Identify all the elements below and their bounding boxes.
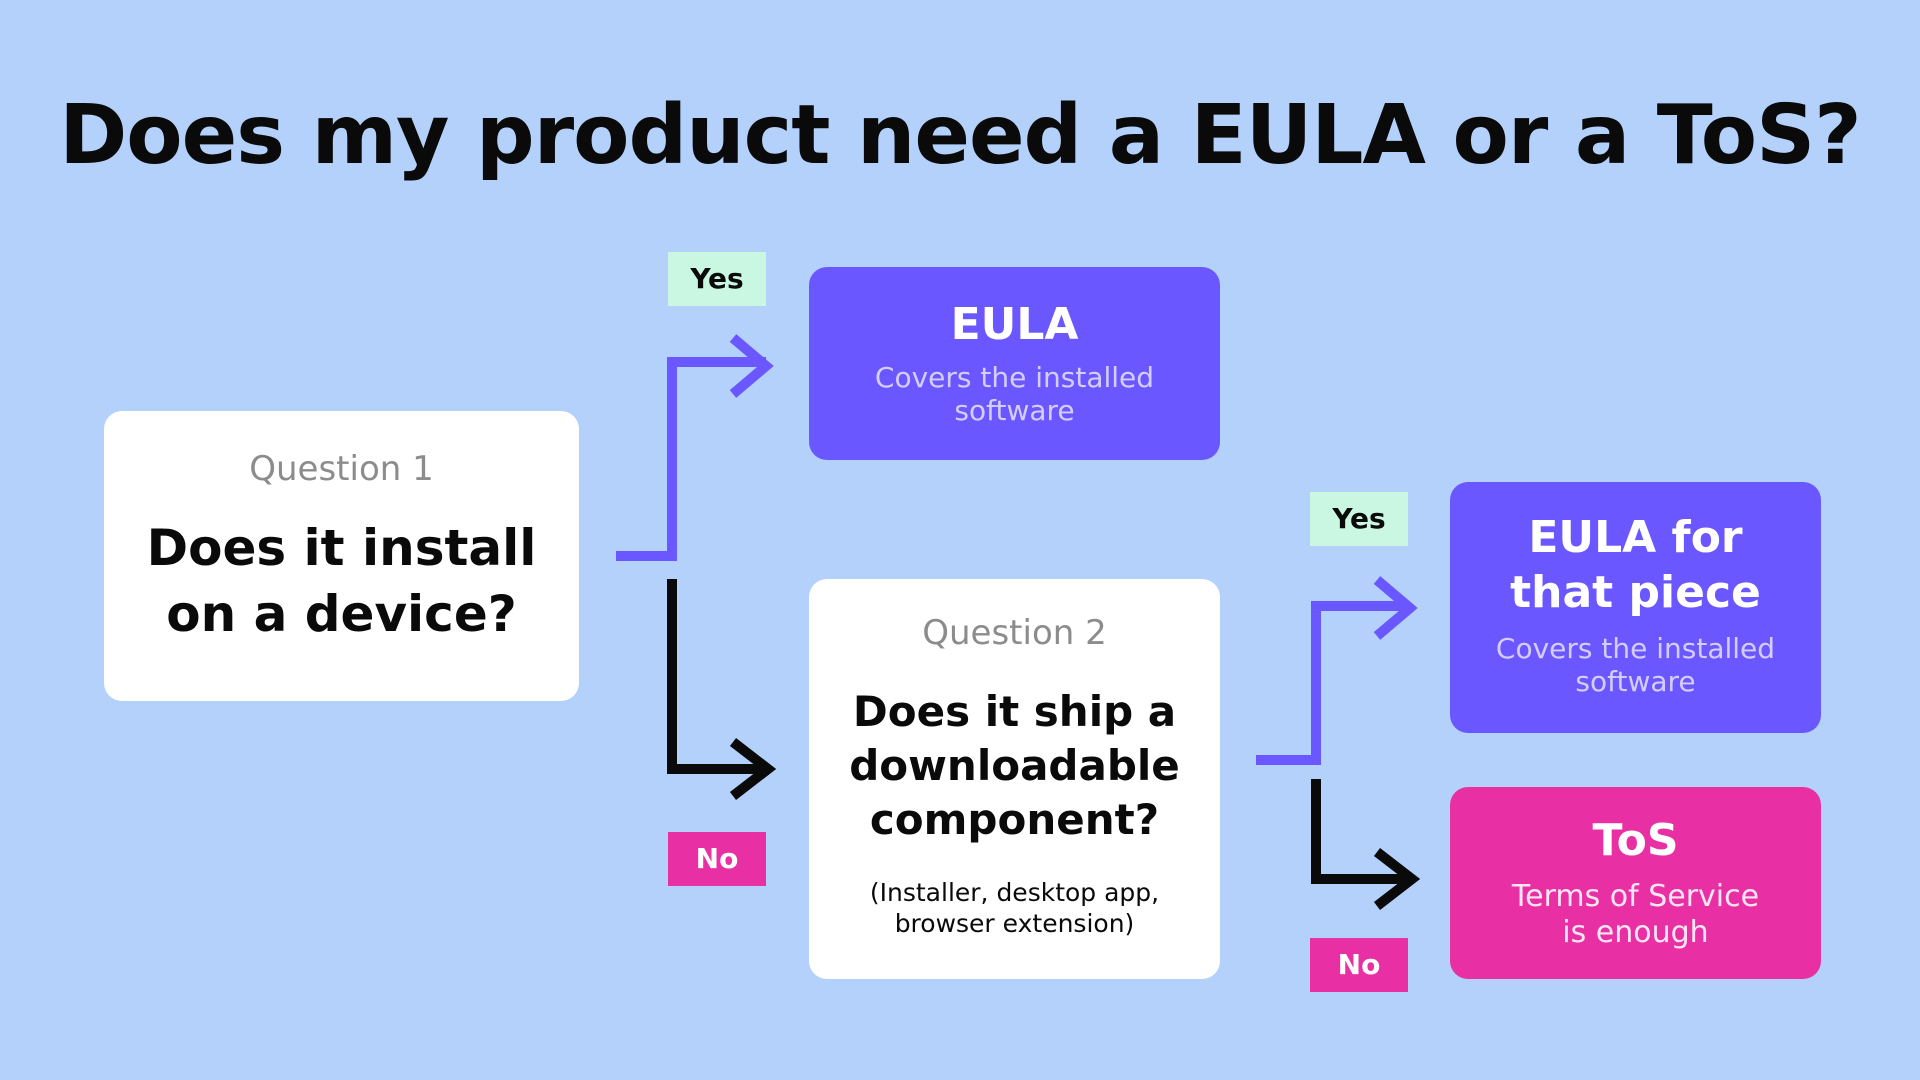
outcome-tos-title: ToS [1592, 815, 1679, 866]
question-2-line-2: downloadable [849, 741, 1180, 790]
question-1-box: Question 1 Does it install on a device? [104, 411, 579, 701]
question-1-label: Question 1 [249, 449, 434, 489]
outcome-eula-piece-sub-line-2: software [1575, 665, 1696, 698]
outcome-tos-subtitle: Terms of Service is enough [1450, 879, 1821, 951]
arrow-q1-no [667, 579, 777, 800]
question-1-line-1: Does it install [146, 519, 537, 577]
outcome-eula-piece-title-line-2: that piece [1510, 567, 1761, 618]
outcome-eula-sub-line-2: software [954, 394, 1075, 427]
question-1-line-2: on a device? [166, 585, 517, 643]
arrow-q2-no [1311, 779, 1421, 910]
no-tag-question-2: No [1310, 938, 1408, 992]
question-2-note-line-2: browser extension) [894, 909, 1135, 938]
outcome-eula-box: EULA Covers the installed software [809, 267, 1220, 460]
question-2-note-line-1: (Installer, desktop app, [869, 878, 1160, 907]
outcome-eula-subtitle: Covers the installed software [809, 361, 1220, 427]
outcome-eula-piece-subtitle: Covers the installed software [1450, 632, 1821, 698]
question-2-line-1: Does it ship a [852, 687, 1177, 736]
question-2-text: Does it ship a downloadable component? [809, 685, 1220, 847]
outcome-tos-sub-line-2: is enough [1562, 915, 1709, 950]
outcome-eula-piece-sub-line-1: Covers the installed [1495, 632, 1776, 665]
no-tag-question-1: No [668, 832, 766, 886]
yes-tag-question-1: Yes [668, 252, 766, 306]
question-2-box: Question 2 Does it ship a downloadable c… [809, 579, 1220, 979]
outcome-tos-box: ToS Terms of Service is enough [1450, 787, 1821, 979]
question-1-text: Does it install on a device? [104, 515, 579, 647]
outcome-eula-sub-line-1: Covers the installed [874, 361, 1155, 394]
question-2-label: Question 2 [922, 613, 1107, 653]
outcome-eula-piece-title: EULA for that piece [1450, 510, 1821, 620]
arrow-q1-yes [616, 334, 774, 561]
question-2-line-3: component? [869, 795, 1160, 844]
outcome-tos-sub-line-1: Terms of Service [1511, 879, 1760, 914]
outcome-eula-piece-box: EULA for that piece Covers the installed… [1450, 482, 1821, 733]
outcome-eula-piece-title-line-1: EULA for [1528, 512, 1743, 563]
page-title: Does my product need a EULA or a ToS? [59, 88, 1862, 183]
question-2-note: (Installer, desktop app, browser extensi… [809, 877, 1220, 939]
arrow-q2-yes [1256, 576, 1418, 765]
yes-tag-question-2: Yes [1310, 492, 1408, 546]
outcome-eula-title: EULA [950, 299, 1079, 350]
